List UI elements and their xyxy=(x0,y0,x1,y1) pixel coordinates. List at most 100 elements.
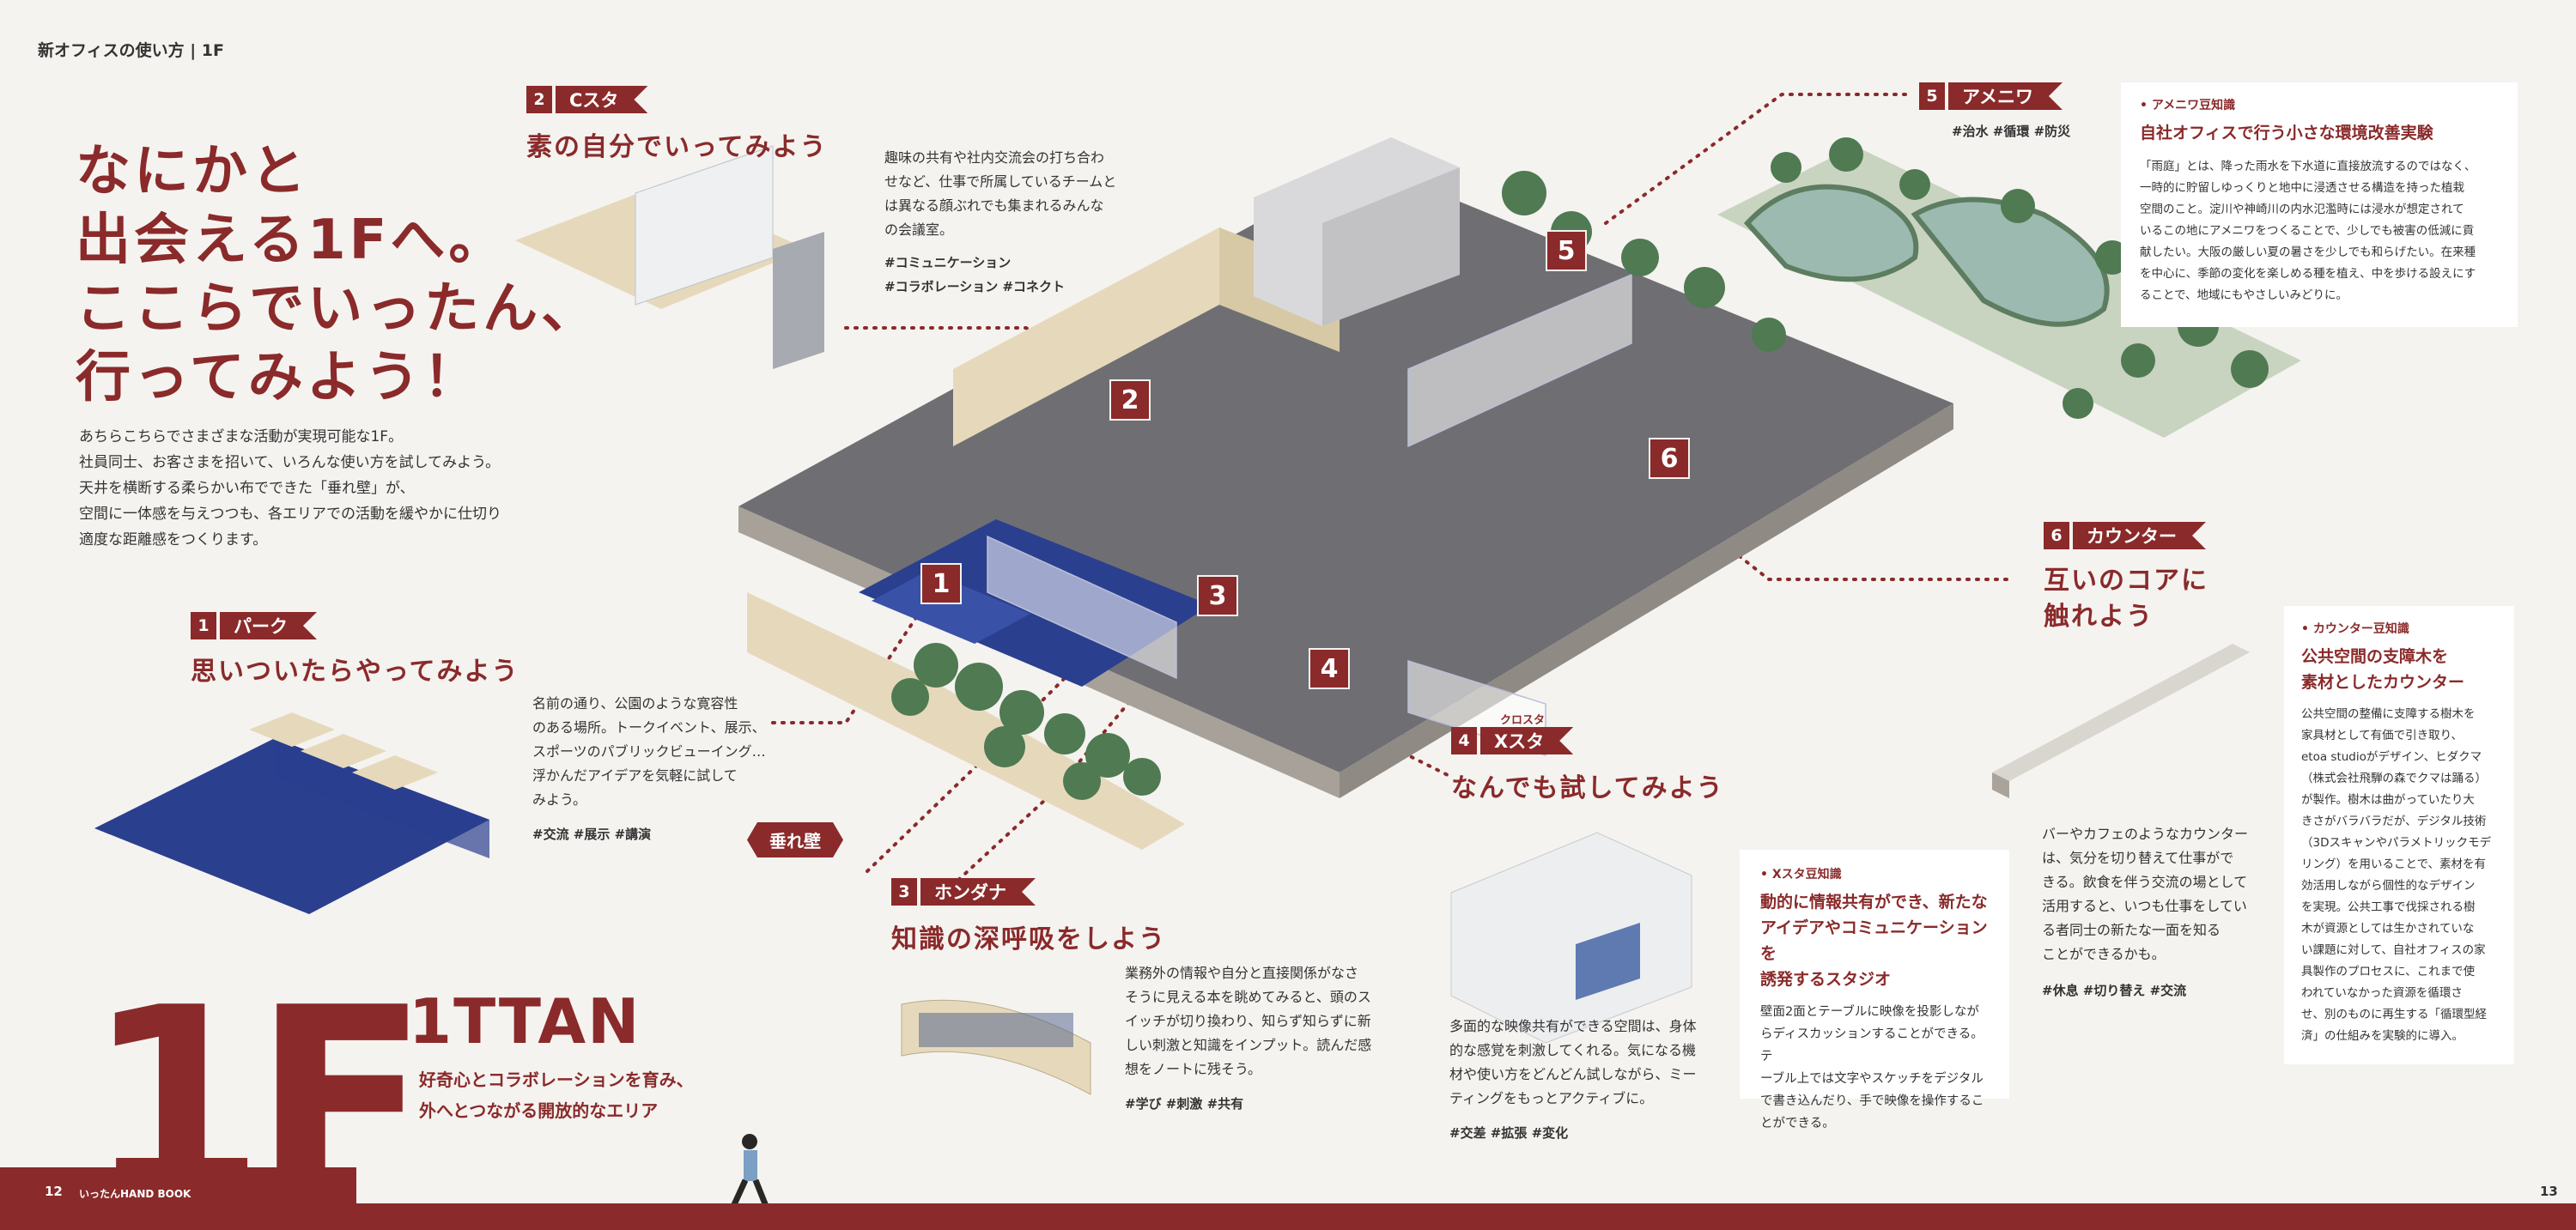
intro-line: あちらこちらでさまざまな活動が実現可能な1F。 xyxy=(79,428,404,445)
hondana-tag-num: 3 xyxy=(891,878,917,906)
park-section: 1 パーク 思いついたらやってみよう xyxy=(191,612,519,688)
desc-line: は異なる顔ぶれでも集まれるみんな xyxy=(884,197,1104,214)
footer-bar xyxy=(0,1203,2576,1230)
body-line: らディスカッションすることができる。テ xyxy=(1760,1027,1984,1063)
body-line: 壁面2面とテーブルに映像を投影しなが xyxy=(1760,1005,1979,1019)
desc-line: 名前の通り、公園のような寛容性 xyxy=(532,695,738,712)
desc-line: のある場所。トークイベント、展示、 xyxy=(532,719,766,736)
csta-hashtags: #コミュニケーション xyxy=(884,255,1012,270)
amenity-trivia-label: • アメニワ豆知識 xyxy=(2140,99,2236,112)
csta-desc: 趣味の共有や社内交流会の打ち合わ せなど、仕事で所属しているチームと は異なる顔… xyxy=(884,146,1142,299)
xsta-trivia-body: 壁面2面とテーブルに映像を投影しなが らディスカッションすることができる。テ ー… xyxy=(1760,1001,1989,1135)
desc-line: 浮かんだアイデアを気軽に試して xyxy=(532,767,738,784)
area-marker-5: 5 xyxy=(1546,230,1587,271)
desc-line: は、気分を切り替えて仕事がで xyxy=(2042,850,2234,866)
csta-section: 2 Cスタ 素の自分でいってみよう xyxy=(526,86,828,163)
headline-line: なにかと xyxy=(76,140,309,203)
amenity-trivia-card: • アメニワ豆知識 自社オフィスで行う小さな環境改善実験 「雨庭」とは、降った雨… xyxy=(2121,82,2518,327)
desc-line: ティングをもっとアクティブに。 xyxy=(1449,1090,1654,1106)
desc-line: ことができるかも。 xyxy=(2042,946,2166,962)
counter-trivia-label: • カウンター豆知識 xyxy=(2301,622,2409,636)
tare-kabe-label: 垂れ壁 xyxy=(747,822,843,857)
body-line: せ、別のものに再生する「循環型経 xyxy=(2301,1008,2487,1021)
xsta-desc: 多面的な映像共有ができる空間は、身体 的な感覚を刺激してくれる。気になる機 材や… xyxy=(1449,1015,1724,1145)
xsta-trivia-title: 動的に情報共有ができ、新たな アイデアやコミュニケーションを 誘発するスタジオ xyxy=(1760,889,1989,992)
title-line: 公共空間の支障木を xyxy=(2301,647,2449,666)
body-line: 献したい。大阪の厳しい夏の暑さを少しでも和らげたい。在来種 xyxy=(2140,245,2476,259)
floor-tagline: 好奇心とコラボレーションを育み、 外へとつながる開放的なエリア xyxy=(419,1064,694,1126)
csta-tag-label: Cスタ xyxy=(556,86,647,113)
hondana-hashtags: #学び #刺激 #共有 xyxy=(1125,1096,1244,1112)
hondana-tag: 3 ホンダナ xyxy=(891,878,1036,906)
title-line: 誘発するスタジオ xyxy=(1760,970,1892,989)
desc-line: 業務外の情報や自分と直接関係がなさ xyxy=(1125,965,1359,981)
area-marker-3: 3 xyxy=(1197,575,1238,616)
desc-line: の会議室。 xyxy=(884,221,954,238)
page-headline: なにかと 出会える1Fへ。 ここらでいったん、 行ってみよう！ xyxy=(76,137,599,412)
body-line: （3Dスキャンやパラメトリックモデ xyxy=(2301,836,2492,850)
amenity-tag-num: 5 xyxy=(1919,82,1945,110)
catch-line: 互いのコアに xyxy=(2044,566,2208,596)
body-line: ーブル上では文字やスケッチをデジタル xyxy=(1760,1072,1984,1086)
tagline-line: 好奇心とコラボレーションを育み、 xyxy=(419,1069,694,1090)
amenity-section: 5 アメニワ #治水 #循環 #防災 xyxy=(1919,82,2070,140)
area-marker-4: 4 xyxy=(1309,648,1350,689)
desc-line: イッチが切り換わり、知らず知らずに新 xyxy=(1125,1013,1371,1029)
floor-name: 1TTAN xyxy=(409,985,641,1057)
body-line: 一時的に貯留しゆっくりと地中に浸透させる構造を持った植栽 xyxy=(2140,181,2464,195)
title-line: アイデアやコミュニケーションを xyxy=(1760,918,1988,963)
counter-tag-label: カウンター xyxy=(2073,522,2206,549)
counter-hashtags: #休息 #切り替え #交流 xyxy=(2042,983,2187,998)
intro-line: 社員同士、お客さまを招いて、いろんな使い方を試してみよう。 xyxy=(79,454,501,471)
park-tag-label: パーク xyxy=(220,612,317,639)
area-marker-1: 1 xyxy=(920,563,962,604)
body-line: 家具材として有価で引き取り、 xyxy=(2301,729,2464,742)
body-line: 空間のこと。淀川や神崎川の内水氾濫時には浸水が想定されて xyxy=(2140,203,2464,216)
desc-line: る者同士の新たな一面を知る xyxy=(2042,922,2221,938)
desc-line: 的な感覚を刺激してくれる。気になる機 xyxy=(1449,1042,1697,1058)
body-line: で書き込んだり、手で映像を操作するこ xyxy=(1760,1094,1984,1108)
area-marker-6: 6 xyxy=(1649,438,1690,479)
headline-line: 出会える1Fへ。 xyxy=(76,209,507,272)
catch-line: 触れよう xyxy=(2044,602,2154,632)
counter-trivia-card: • カウンター豆知識 公共空間の支障木を 素材としたカウンター 公共空間の整備に… xyxy=(2284,606,2514,1064)
title-line: 素材としたカウンター xyxy=(2301,673,2465,692)
park-tag-num: 1 xyxy=(191,612,216,639)
body-line: を中心に、季節の変化を楽しめる種を植え、中を歩ける設えにす xyxy=(2140,267,2476,281)
xsta-tag: 4 Xスタ xyxy=(1451,727,1573,754)
body-line: を実現。公共工事で伐採される樹 xyxy=(2301,900,2476,914)
desc-line: みよう。 xyxy=(532,791,587,808)
body-line: 効活用しながら個性的なデザイン xyxy=(2301,879,2476,893)
desc-line: しい刺激と知識をインプット。読んだ感 xyxy=(1125,1037,1372,1053)
desc-line: せなど、仕事で所属しているチームと xyxy=(884,173,1117,190)
body-line: 「雨庭」とは、降った雨水を下水道に直接放流するのではなく、 xyxy=(2140,160,2476,173)
csta-catch: 素の自分でいってみよう xyxy=(526,132,828,162)
headline-line: ここらでいったん、 xyxy=(76,277,600,341)
xsta-ruby: クロスタ xyxy=(1500,714,1546,727)
amenity-tag-label: アメニワ xyxy=(1948,82,2063,110)
body-line: ることで、地域にもやさしいみどりに。 xyxy=(2140,288,2348,302)
counter-tag: 6 カウンター xyxy=(2044,522,2206,549)
title-line: 動的に情報共有ができ、新たな xyxy=(1760,893,1988,912)
breadcrumb: 新オフィスの使い方 | 1F xyxy=(38,41,224,60)
body-line: etoa studioがデザイン、ヒダクマ xyxy=(2301,750,2482,764)
xsta-trivia-card: • Xスタ豆知識 動的に情報共有ができ、新たな アイデアやコミュニケーションを … xyxy=(1740,850,2009,1130)
amenity-tag: 5 アメニワ xyxy=(1919,82,2063,110)
book-title: いったんHAND BOOK xyxy=(79,1188,191,1200)
xsta-section: クロスタ 4 Xスタ なんでも試してみよう xyxy=(1451,711,1724,804)
counter-catch: 互いのコアに 触れよう xyxy=(2044,563,2208,635)
counter-desc: バーやカフェのようなカウンター は、気分を切り替えて仕事がで きる。飲食を伴う交… xyxy=(2042,822,2282,1003)
body-line: 済」の仕組みを実験的に導入。 xyxy=(2301,1029,2464,1043)
intro-text: あちらこちらでさまざまな活動が実現可能な1F。 社員同士、お客さまを招いて、いろ… xyxy=(79,424,526,553)
body-line: い課題に対して、自社オフィスの家 xyxy=(2301,943,2486,957)
tagline-line: 外へとつながる開放的なエリア xyxy=(419,1100,659,1121)
xsta-tag-num: 4 xyxy=(1451,727,1477,754)
body-line: とができる。 xyxy=(1760,1117,1835,1130)
area-marker-2: 2 xyxy=(1109,379,1151,421)
hondana-desc: 業務外の情報や自分と直接関係がなさ そうに見える本を眺めてみると、頭のス イッチ… xyxy=(1125,961,1391,1116)
page-number-left: 12 xyxy=(45,1184,63,1199)
desc-line: 活用すると、いつも仕事をしてい xyxy=(2042,898,2247,914)
park-tag: 1 パーク xyxy=(191,612,317,639)
desc-line: そうに見える本を眺めてみると、頭のス xyxy=(1125,989,1371,1005)
